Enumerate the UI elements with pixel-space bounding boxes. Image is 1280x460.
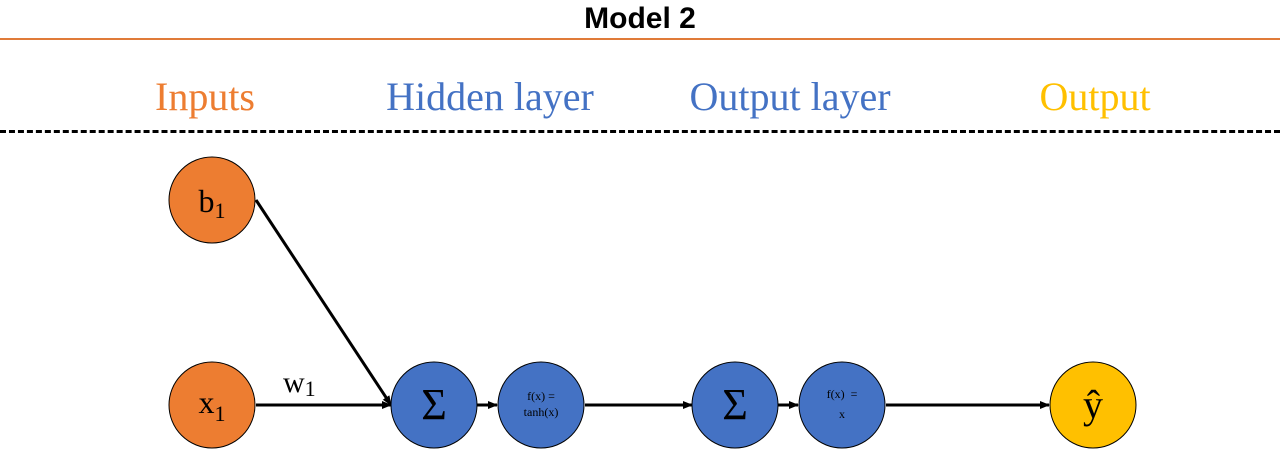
node-output-y-hat: ŷ <box>1049 361 1137 449</box>
node-output-sum-label: Σ <box>722 380 748 429</box>
node-hidden-activation-circle <box>497 361 585 449</box>
section-label-hidden-layer: Hidden layer <box>386 74 594 119</box>
node-input-x1: x1 <box>168 361 256 449</box>
section-label-output: Output <box>1039 74 1151 119</box>
node-bias-b1-circle <box>168 156 256 244</box>
section-label-inputs: Inputs <box>155 74 255 119</box>
edge-weight-label: w1 <box>283 366 316 401</box>
diagram-title: Model 2 <box>584 2 696 35</box>
node-bias-b1: b1 <box>168 156 256 244</box>
edge-b1-to-hidden-sum <box>254 199 393 406</box>
node-output-activation-circle <box>798 361 886 449</box>
title-underline <box>0 38 1280 40</box>
node-output-activation: f(x) = x <box>798 361 886 449</box>
node-bias-b1-label: b1 <box>199 183 226 223</box>
node-output-activation-line2: x <box>839 407 845 421</box>
node-output-y-hat-label: ŷ <box>1083 382 1103 427</box>
node-hidden-sum: Σ <box>390 361 478 449</box>
node-output-sum-circle <box>691 361 779 449</box>
node-input-x1-label: x1 <box>199 384 226 426</box>
node-hidden-activation-line2: tanh(x) <box>524 405 559 419</box>
node-output-y-hat-circle <box>1049 361 1137 449</box>
node-hidden-activation: f(x) = tanh(x) <box>497 361 585 449</box>
node-hidden-sum-circle <box>390 361 478 449</box>
node-hidden-activation-line1: f(x) = <box>527 389 555 403</box>
section-label-output-layer: Output layer <box>689 74 891 119</box>
node-input-x1-circle <box>168 361 256 449</box>
node-hidden-sum-label: Σ <box>421 380 447 429</box>
section-divider <box>0 130 1280 133</box>
node-output-activation-line1: f(x) = <box>827 387 858 401</box>
node-output-sum: Σ <box>691 361 779 449</box>
